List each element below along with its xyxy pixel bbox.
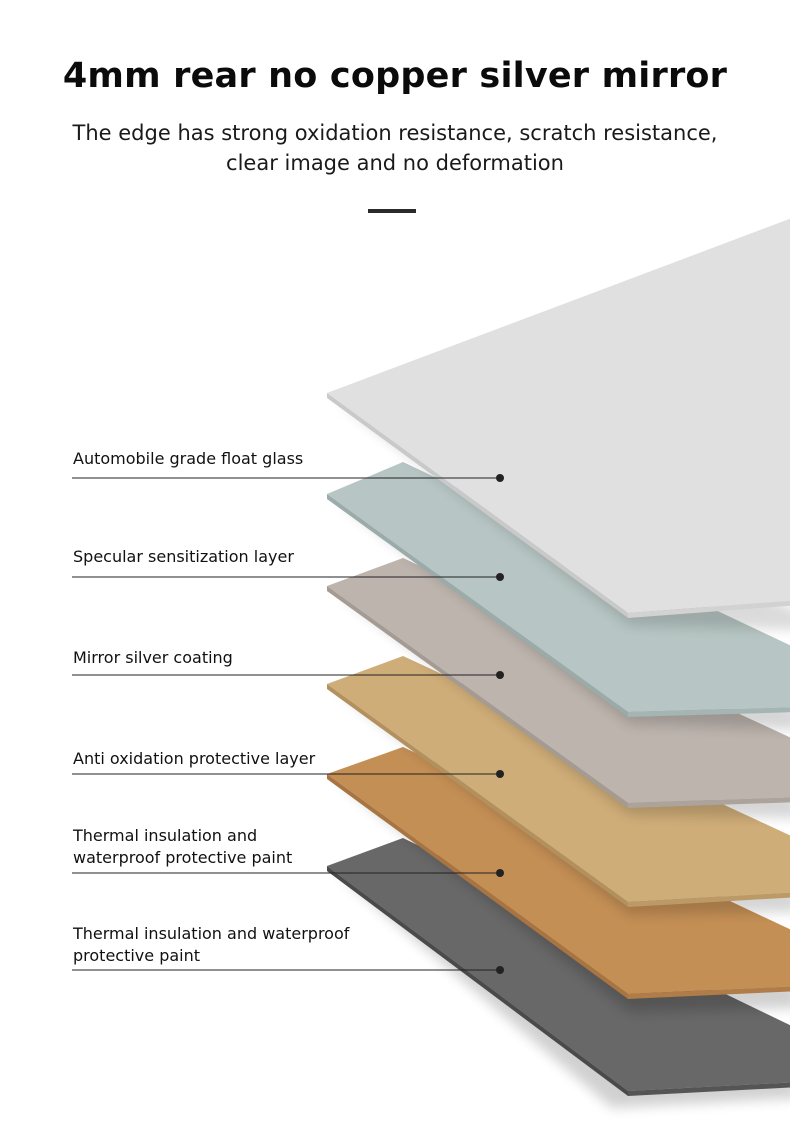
label-line: waterproof protective paint xyxy=(73,848,293,867)
page-subtitle: The edge has strong oxidation resistance… xyxy=(0,118,790,178)
layer-float-glass xyxy=(327,218,790,630)
leader-anti-oxidation xyxy=(72,770,504,778)
layer-sensitization xyxy=(327,462,790,730)
leader-dot xyxy=(496,966,504,974)
layer-paint-2 xyxy=(327,838,790,1108)
leader-paint-1 xyxy=(72,869,504,877)
layer-anti-oxidation xyxy=(327,656,790,915)
title-divider xyxy=(368,209,416,213)
layer-paint-1 xyxy=(327,747,790,1012)
label-line: Automobile grade float glass xyxy=(73,449,304,468)
leader-dot xyxy=(496,770,504,778)
leader-silver-coating xyxy=(72,671,504,679)
leader-dot xyxy=(496,671,504,679)
page-title: 4mm rear no copper silver mirror xyxy=(62,56,728,96)
label-anti-oxidation: Anti oxidation protective layer xyxy=(73,748,315,770)
subtitle-line-2: clear image and no deformation xyxy=(226,151,564,175)
leader-dot xyxy=(496,474,504,482)
label-line: Anti oxidation protective layer xyxy=(73,749,316,768)
label-paint-1: Thermal insulation and waterproof protec… xyxy=(73,825,292,869)
label-line: Mirror silver coating xyxy=(73,648,233,667)
leader-dot xyxy=(496,573,504,581)
label-line: Specular sensitization layer xyxy=(73,547,294,566)
label-sensitization: Specular sensitization layer xyxy=(73,546,294,568)
label-float-glass: Automobile grade float glass xyxy=(73,448,303,470)
label-paint-2: Thermal insulation and waterproof protec… xyxy=(73,923,349,967)
leader-dot xyxy=(496,869,504,877)
label-line: protective paint xyxy=(73,946,201,965)
label-line: Thermal insulation and waterproof xyxy=(73,924,350,943)
leader-sensitization xyxy=(72,573,504,581)
label-silver-coating: Mirror silver coating xyxy=(73,647,233,669)
subtitle-line-1: The edge has strong oxidation resistance… xyxy=(72,121,718,145)
leader-paint-2 xyxy=(72,966,504,974)
label-line: Thermal insulation and xyxy=(73,826,258,845)
layer-silver-coating xyxy=(327,558,790,818)
leader-float-glass xyxy=(72,474,504,482)
